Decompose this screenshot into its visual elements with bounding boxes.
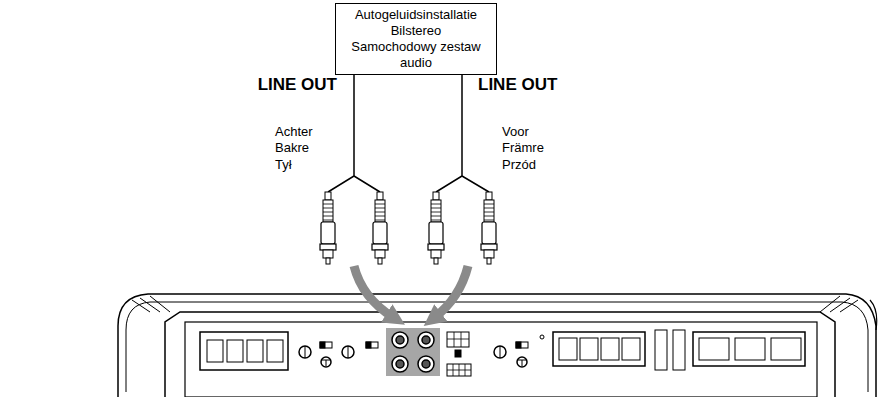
amplifier <box>622 338 640 360</box>
channel-label: Tył <box>275 157 292 173</box>
channel-label: Achter <box>275 124 313 140</box>
amplifier <box>601 338 619 360</box>
amplifier <box>366 342 371 348</box>
line-out-label: LINE OUT <box>258 75 337 95</box>
amplifier <box>396 336 404 344</box>
channel-label: Främre <box>502 140 544 156</box>
amplifier <box>517 357 527 367</box>
amplifier <box>320 342 332 348</box>
amplifier <box>500 346 501 358</box>
amplifier <box>396 360 404 368</box>
head-unit-text: Samochodowy zestaw audio <box>340 39 492 71</box>
amplifier <box>516 342 528 348</box>
amplifier <box>320 342 325 348</box>
amplifier <box>771 338 801 360</box>
channel-label: Przód <box>502 157 536 173</box>
rca-plug <box>320 192 497 264</box>
amplifier <box>447 364 471 376</box>
rca-plug <box>428 192 444 264</box>
rca-plug <box>320 192 336 264</box>
amplifier <box>540 335 544 339</box>
amplifier <box>348 346 349 358</box>
signal-cable <box>328 73 489 192</box>
amplifier <box>655 330 667 370</box>
channel-label: Bakre <box>275 140 309 156</box>
amplifier <box>447 332 469 347</box>
amplifier <box>342 346 354 358</box>
amplifier <box>447 332 469 347</box>
amplifier <box>118 294 876 397</box>
amplifier <box>422 336 430 344</box>
amplifier <box>299 346 311 358</box>
amplifier <box>422 360 430 368</box>
amplifier <box>207 340 223 362</box>
insert-arrow <box>434 266 468 318</box>
amplifier <box>699 338 729 360</box>
amplifier <box>455 350 461 357</box>
amplifier <box>322 360 330 366</box>
amplifier <box>518 360 526 366</box>
head-unit-text: Autogeluidsinstallatie <box>340 7 492 23</box>
amplifier <box>553 332 645 366</box>
amplifier <box>366 342 378 348</box>
amplifier <box>267 340 283 362</box>
amplifier <box>559 338 577 360</box>
amplifier <box>693 332 805 366</box>
amplifier <box>673 330 685 370</box>
amplifier <box>247 340 263 362</box>
amplifier <box>200 332 288 370</box>
amplifier <box>392 332 408 348</box>
amplifier <box>392 356 408 372</box>
line-out-label: LINE OUT <box>478 75 557 95</box>
amplifier <box>227 340 243 362</box>
amplifier <box>418 332 434 348</box>
insert-arrow <box>354 266 468 318</box>
amplifier <box>580 338 598 360</box>
amplifier <box>305 346 306 358</box>
amplifier <box>386 328 440 376</box>
amplifier <box>321 357 331 367</box>
amplifier <box>132 296 858 312</box>
amplifier <box>447 364 471 376</box>
channel-label: Voor <box>502 124 529 140</box>
amplifier <box>118 294 877 397</box>
amplifier <box>516 342 521 348</box>
amplifier <box>418 356 434 372</box>
amplifier <box>870 300 877 330</box>
amplifier <box>494 346 506 358</box>
rca-plug <box>372 192 388 264</box>
rca-plug <box>481 192 497 264</box>
head-unit-box: AutogeluidsinstallatieBilstereoSamochodo… <box>335 3 497 75</box>
amplifier <box>735 338 765 360</box>
insert-arrow <box>354 266 394 318</box>
amplifier <box>185 322 817 397</box>
amplifier <box>165 312 835 397</box>
head-unit-text: Bilstereo <box>340 23 492 39</box>
